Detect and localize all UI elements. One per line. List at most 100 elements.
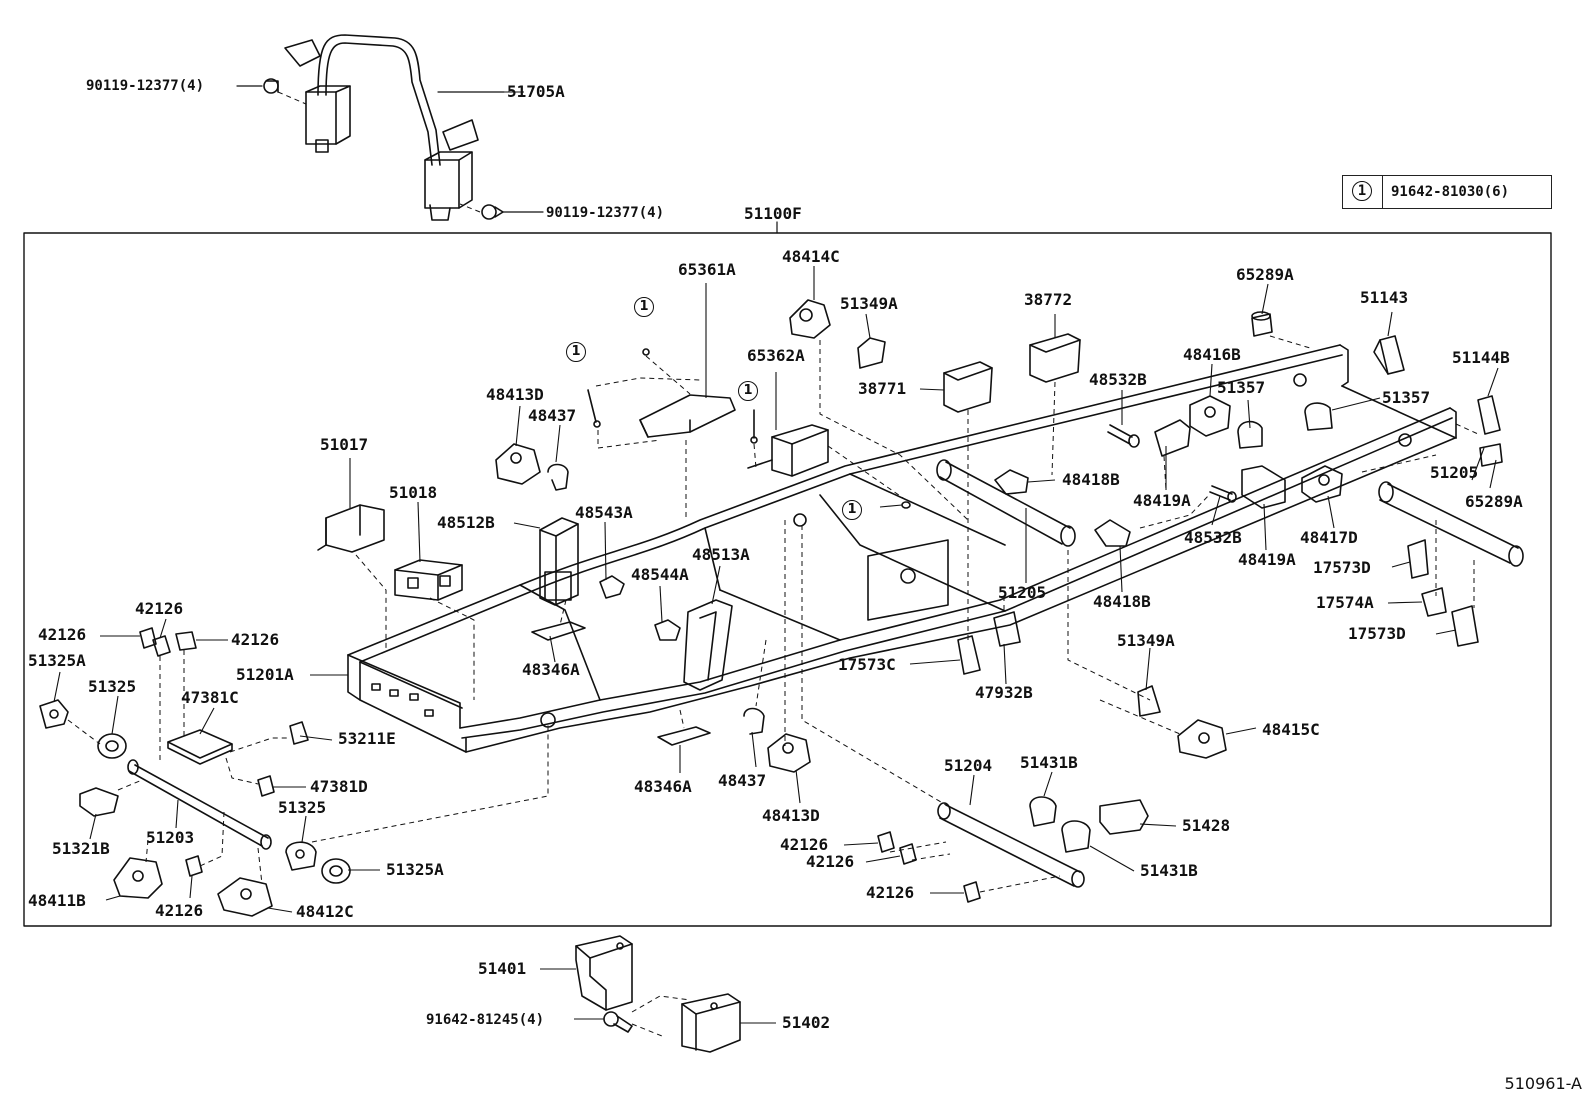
label-42126-g: 42126 — [866, 883, 915, 902]
bolt-ref1-d — [901, 501, 911, 509]
label-65289A-top: 65289A — [1236, 265, 1294, 284]
label-17574A: 17574A — [1316, 593, 1374, 612]
mount-48415C — [1177, 719, 1227, 759]
bolt-ref1-a — [587, 389, 601, 428]
label-17573C: 17573C — [838, 655, 896, 674]
label-51705A: 51705A — [507, 82, 565, 101]
label-42126-d: 42126 — [780, 835, 829, 854]
bracket-51349A-top — [857, 337, 886, 369]
label-51349A-mid: 51349A — [1117, 631, 1175, 650]
label-48415C: 48415C — [1262, 720, 1320, 739]
tube-51204 — [937, 802, 1085, 888]
bracket-51401 — [575, 935, 633, 1011]
bushing-65289A-right — [1479, 443, 1503, 467]
bushing-51325A-a — [39, 699, 69, 729]
label-51201A: 51201A — [236, 665, 294, 684]
bolt-48532B-top — [1107, 424, 1140, 448]
legend-circle-symbol: 1 — [1352, 181, 1372, 201]
label-51431B-a: 51431B — [1020, 753, 1078, 772]
mount-48411B — [113, 857, 163, 899]
clip-17573D-a — [1407, 539, 1429, 579]
label-48413D-top: 48413D — [486, 385, 544, 404]
label-48346A-b: 48346A — [634, 777, 692, 796]
label-48418B-mid: 48418B — [1093, 592, 1151, 611]
label-17573D-b: 17573D — [1348, 624, 1406, 643]
clip-47932B — [993, 611, 1021, 647]
bolt-90119-mid — [481, 204, 504, 220]
clip-48544A — [654, 619, 681, 641]
label-51431B-b: 51431B — [1140, 861, 1198, 880]
label-51402: 51402 — [782, 1013, 831, 1032]
main-frame — [347, 344, 1457, 753]
label-48437-top: 48437 — [528, 406, 577, 425]
label-65361A: 65361A — [678, 260, 736, 279]
bracket-51143 — [1373, 335, 1405, 375]
bolt-91642-81245 — [603, 1011, 633, 1033]
label-42126-a: 42126 — [135, 599, 184, 618]
bolt-ref1-c — [750, 409, 758, 444]
bracket-51402 — [681, 993, 741, 1053]
label-48437-bot: 48437 — [718, 771, 767, 790]
clip-17574A — [1421, 587, 1447, 617]
label-51325-a: 51325 — [88, 677, 137, 696]
label-51321B: 51321B — [52, 839, 110, 858]
clip-48543A — [599, 575, 625, 599]
label-47932B: 47932B — [975, 683, 1033, 702]
label-42126-e: 42126 — [806, 852, 855, 871]
label-90119-12377-top: 90119-12377(4) — [86, 78, 205, 94]
bracket-48419A-a — [1154, 419, 1191, 457]
label-51428: 51428 — [1182, 816, 1231, 835]
label-65362A: 65362A — [747, 346, 805, 365]
label-51204: 51204 — [944, 756, 993, 775]
fastener-legend: 1 91642-81030(6) — [1342, 175, 1552, 209]
label-91642-81245: 91642-81245(4) — [426, 1012, 545, 1028]
clip-42126-c — [175, 631, 197, 651]
ref-circle-1-c: 1 — [738, 381, 758, 401]
bracket-65361A — [639, 394, 736, 438]
label-51349A-top: 51349A — [840, 294, 898, 313]
bushing-51325A-b — [321, 858, 351, 884]
label-53211E: 53211E — [338, 729, 396, 748]
mount-48413D-top — [495, 443, 541, 485]
ref-circle-1-b: 1 — [634, 297, 654, 317]
legend-symbol-cell: 1 — [1343, 176, 1383, 208]
bushing-51357-a — [1237, 420, 1263, 449]
clip-48437-top — [547, 463, 569, 491]
label-48414C: 48414C — [782, 247, 840, 266]
label-38772: 38772 — [1024, 290, 1073, 309]
label-51325A-b: 51325A — [386, 860, 444, 879]
clip-42126-b — [139, 627, 157, 649]
label-51205-right: 51205 — [1430, 463, 1479, 482]
label-51357-b: 51357 — [1382, 388, 1431, 407]
diagram-code: 510961-A — [1504, 1074, 1582, 1093]
bracket-48418B-top — [994, 469, 1029, 495]
bracket-51431B-a — [1029, 796, 1057, 827]
bolt-ref1-b — [642, 348, 650, 356]
ref-circle-1-a: 1 — [566, 342, 586, 362]
label-51205-mid: 51205 — [998, 583, 1047, 602]
frame-boundary-box — [23, 232, 1552, 927]
bracket-48512B — [539, 517, 579, 606]
tube-51205-right — [1378, 481, 1524, 567]
tube-51203 — [127, 759, 272, 850]
plate-48346A-b — [657, 726, 711, 746]
bolt-90119-top — [263, 78, 279, 94]
label-51018: 51018 — [389, 483, 438, 502]
label-51401: 51401 — [478, 959, 527, 978]
bracket-51428 — [1099, 799, 1149, 835]
label-51325-b: 51325 — [278, 798, 327, 817]
bushing-65289A-top — [1251, 311, 1273, 337]
label-48532B-mid: 48532B — [1184, 528, 1242, 547]
clip-42126-a — [152, 635, 171, 657]
label-48544A: 48544A — [631, 565, 689, 584]
clip-42126-f — [185, 855, 203, 877]
label-51357-a: 51357 — [1217, 378, 1266, 397]
label-48512B: 48512B — [437, 513, 495, 532]
label-90119-12377-mid: 90119-12377(4) — [546, 205, 665, 221]
plate-48346A-a — [531, 621, 586, 641]
label-48346A-a: 48346A — [522, 660, 580, 679]
mount-48413D-bot — [767, 733, 811, 773]
ref-circle-1-d: 1 — [842, 500, 862, 520]
